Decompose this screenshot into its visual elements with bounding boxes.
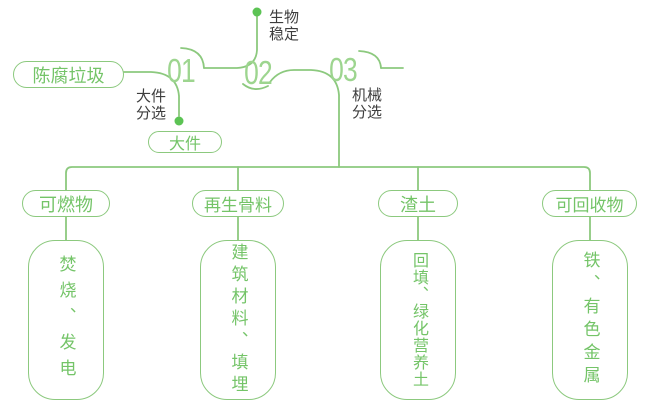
category-pill-combustibles: 可燃物: [22, 190, 110, 217]
category-pill-recyclables: 可回收物: [542, 190, 637, 217]
outcome-box-metals: 铁、有色金属: [552, 240, 628, 400]
step-label-bio-stabilization: 生物 稳定: [269, 9, 300, 43]
connector-source-to-01: [123, 71, 180, 117]
step-label-bulky-sorting: 大件 分选: [136, 88, 167, 122]
step-number-02: 02: [244, 54, 273, 91]
arc-over-01: [180, 47, 205, 69]
connector-02-to-03-and-down: [269, 69, 340, 168]
bulky-output-pill: 大件: [148, 131, 222, 153]
category-label: 渣土: [400, 194, 436, 215]
category-label: 可燃物: [39, 194, 93, 215]
category-label: 再生骨料: [204, 196, 272, 215]
bulky-output-label: 大件: [168, 136, 201, 153]
step-label-mechanical-sorting: 机械 分选: [352, 87, 383, 121]
source-pill-label: 陈腐垃圾: [32, 65, 105, 86]
category-label: 可回收物: [555, 196, 624, 215]
category-pill-recycled-aggregate: 再生骨料: [192, 190, 284, 217]
connector-01-to-02-and-up: [203, 15, 258, 69]
source-pill: 陈腐垃圾: [13, 61, 124, 88]
outcome-text: 铁、有色金属: [580, 251, 600, 389]
step-number-03: 03: [329, 51, 358, 88]
step-number-01: 01: [167, 52, 196, 89]
outcome-box-incineration: 焚烧、发电: [28, 240, 104, 400]
node-dot-bulky: [174, 116, 184, 126]
outcome-text: 焚烧、发电: [56, 255, 76, 385]
arc-over-03: [358, 50, 382, 69]
swoosh-under-02: [242, 83, 269, 90]
outcome-box-building-materials: 建筑材料、填埋: [200, 240, 276, 400]
distribution-bus: [65, 166, 591, 191]
outcome-box-backfill: 回填、绿化营养土: [380, 240, 456, 400]
node-dot-bio: [252, 7, 262, 17]
outcome-text: 回填、绿化营养土: [410, 252, 427, 388]
outcome-text: 建筑材料、填埋: [228, 243, 248, 397]
category-pill-slag-soil: 渣土: [378, 190, 458, 217]
